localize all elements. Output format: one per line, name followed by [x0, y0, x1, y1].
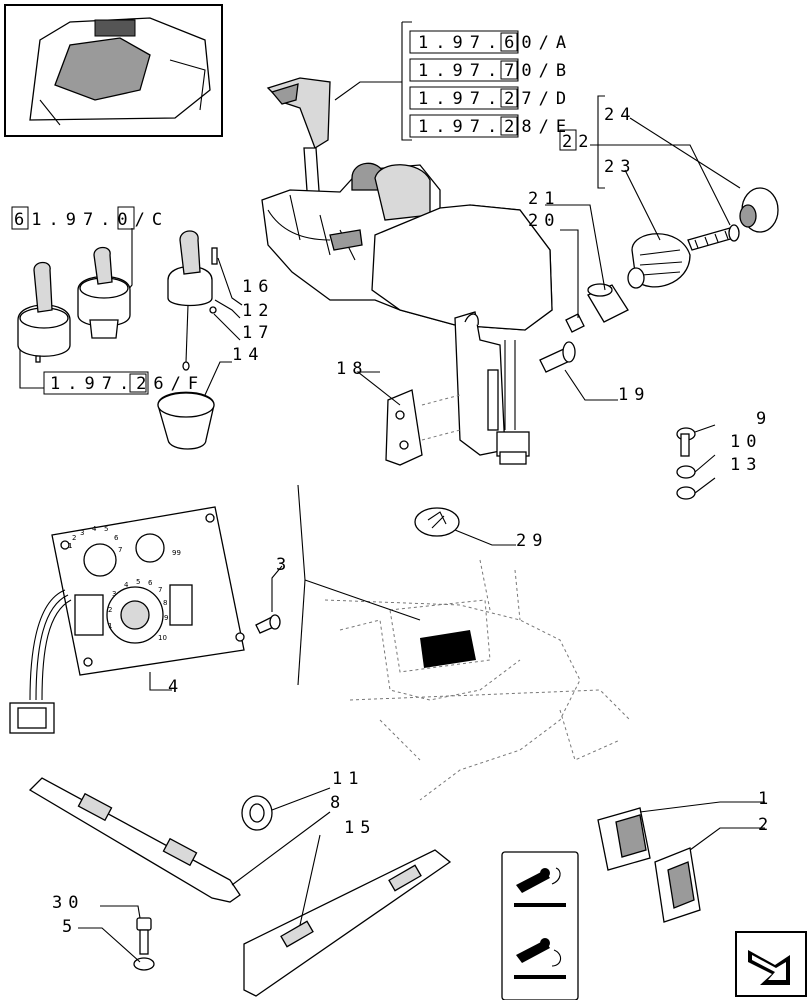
dial-number: 7 [118, 546, 122, 554]
callout-30[interactable]: 30 [52, 893, 84, 913]
callout-8[interactable]: 8 [330, 793, 346, 813]
callout-16[interactable]: 16 [242, 277, 274, 297]
dial-number: 5 [136, 578, 140, 586]
dial-number: 9 [164, 614, 168, 622]
armrest-assembly [261, 77, 779, 466]
dial-number: 4 [124, 581, 129, 589]
callout-3[interactable]: 3 [276, 555, 292, 575]
callout-4[interactable]: 4 [168, 677, 184, 697]
screw-30 [78, 905, 155, 971]
reference-group-left: 61.97.0/C 1.97.26/F [11, 206, 205, 395]
callout-19[interactable]: 19 [618, 385, 650, 405]
callout-29[interactable]: 29 [516, 531, 548, 551]
dial-number: 8 [163, 599, 167, 607]
dial-number: 2 [108, 606, 112, 614]
callout-14[interactable]: 14 [232, 345, 264, 365]
callout-20[interactable]: 20 [528, 211, 560, 231]
lever-down-icon [514, 938, 566, 979]
cab-outline [297, 484, 631, 801]
dial-number: 6 [114, 534, 119, 542]
callout-labels: 1 2 3 4 5 8 9 10 11 12 13 14 15 16 17 18… [52, 105, 774, 937]
dial-number: 3 [80, 529, 84, 537]
joystick-short [17, 261, 71, 363]
boot-cup [157, 391, 215, 450]
reference-label-5[interactable]: 61.97.0/C [14, 210, 169, 230]
dial-number: 3 [112, 590, 116, 598]
callout-22[interactable]: 22 [562, 132, 594, 152]
callout-5[interactable]: 5 [62, 917, 78, 937]
reference-label-3[interactable]: 1.97.27/D [418, 89, 573, 109]
trim-strip-8 [28, 777, 331, 903]
callout-1[interactable]: 1 [758, 789, 774, 809]
hardware-set [676, 424, 716, 500]
dial-number: 1 [108, 622, 112, 630]
switch-1 [597, 801, 765, 871]
trim-panel-15 [243, 834, 452, 997]
plug-cap [414, 507, 516, 546]
callout-10[interactable]: 10 [730, 432, 762, 452]
next-page-arrow-icon[interactable] [735, 931, 807, 997]
callout-15[interactable]: 15 [344, 818, 376, 838]
location-thumbnail [4, 4, 223, 137]
dial-number: 4 [92, 525, 97, 533]
reference-label-4[interactable]: 1.97.28/E [418, 117, 573, 137]
dial-number: 7 [158, 586, 162, 594]
dial-number: 10 [158, 634, 167, 642]
callout-17[interactable]: 17 [242, 323, 274, 343]
lever-symbols-card [501, 851, 579, 1000]
callout-18[interactable]: 18 [336, 359, 368, 379]
dial-number: 6 [148, 579, 153, 587]
leader-lines [204, 204, 618, 406]
reference-label-1[interactable]: 1.97.60/A [418, 33, 573, 53]
grommet-11 [241, 787, 331, 831]
control-panel: 1 2 3 4 5 6 7 99 1 2 3 4 5 6 7 8 9 10 [9, 506, 245, 734]
callout-11[interactable]: 11 [332, 769, 364, 789]
joystick-cable [167, 230, 218, 371]
dial-number: 1 [68, 542, 72, 550]
joystick-tall [77, 246, 131, 339]
reference-label-6[interactable]: 1.97.26/F [50, 374, 205, 394]
reference-label-2[interactable]: 1.97.70/B [418, 61, 573, 81]
callout-21[interactable]: 21 [528, 189, 560, 209]
callout-9[interactable]: 9 [756, 409, 772, 429]
dial-number: 99 [172, 549, 181, 557]
reference-group-right [559, 95, 741, 241]
callout-12[interactable]: 12 [242, 301, 274, 321]
callout-2[interactable]: 2 [758, 815, 774, 835]
callout-23[interactable]: 23 [604, 157, 636, 177]
lever-up-icon [514, 867, 566, 907]
reference-group-top: 1.97.60/A 1.97.70/B 1.97.27/D 1.97.28/E [334, 21, 573, 141]
callout-24[interactable]: 24 [604, 105, 636, 125]
dial-number: 2 [72, 534, 76, 542]
screw-3 [255, 565, 283, 634]
switch-2 [654, 827, 765, 923]
dial-number: 5 [104, 525, 108, 533]
callout-13[interactable]: 13 [730, 455, 762, 475]
